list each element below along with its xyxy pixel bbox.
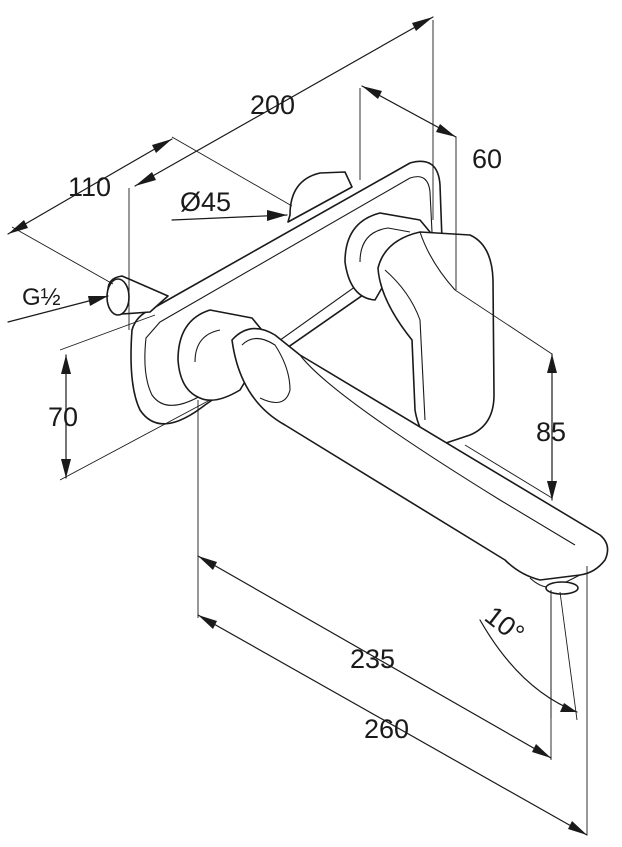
dim-text-thread: G½ — [22, 284, 61, 311]
dim-text-110: 110 — [68, 172, 111, 202]
lever-handle — [377, 231, 495, 446]
dim-line-200 — [134, 16, 434, 187]
dim-text-235: 235 — [350, 644, 395, 674]
dim-line-85 — [547, 353, 557, 501]
dim-text-angle: 10° — [479, 600, 530, 649]
dim-line-60 — [361, 85, 457, 138]
dim-line-260 — [197, 614, 588, 836]
dim-text-60: 60 — [472, 144, 502, 174]
dim-leader-thread — [7, 295, 109, 323]
dim-text-260: 260 — [364, 714, 409, 744]
thread-connector — [106, 275, 169, 316]
dim-angle-10 — [479, 619, 578, 713]
spout — [231, 327, 609, 595]
dim-line-110 — [7, 138, 173, 235]
dim-line-235 — [197, 555, 552, 759]
dim-leader-d45 — [171, 210, 288, 221]
dim-text-200: 200 — [250, 90, 295, 120]
dim-line-70 — [61, 354, 71, 479]
dim-text-d45: Ø45 — [180, 187, 231, 217]
dim-text-70: 70 — [48, 402, 78, 432]
rosette-disc — [287, 171, 353, 223]
dim-text-85: 85 — [536, 417, 566, 447]
extension-lines — [11, 20, 588, 835]
